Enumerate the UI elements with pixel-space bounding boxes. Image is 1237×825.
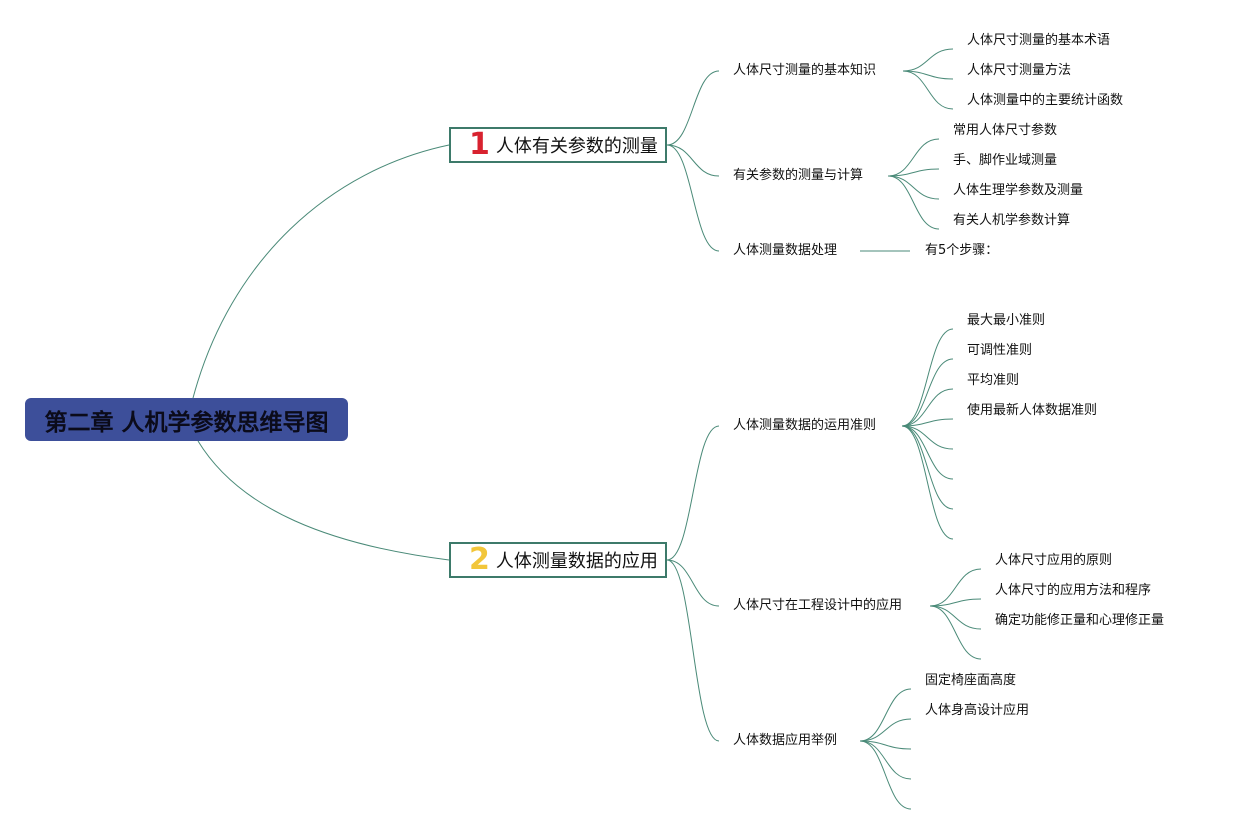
connector-line [901,425,954,540]
connector-line [859,740,912,810]
connector-line [901,358,954,427]
connector-line [666,144,720,177]
connector-line [859,688,912,742]
connector-line [901,328,954,427]
connector-line [929,598,982,607]
connector-line [887,175,940,200]
leaf-2-1-2[interactable]: 可调性准则 [967,343,1033,358]
subtopic-2-1[interactable]: 人体测量数据的运用准则 [733,418,877,433]
connector-line [902,70,954,110]
leaf-1-2-1[interactable]: 常用人体尺寸参数 [953,123,1058,138]
connector-line [929,568,982,607]
connector-line [887,168,940,177]
connector-line [666,70,720,146]
connector-line [929,605,982,660]
connector-line [666,425,720,561]
leaf-2-1-3[interactable]: 平均准则 [967,373,1020,388]
connector-line [929,605,982,630]
leaf-2-2-2[interactable]: 人体尺寸的应用方法和程序 [995,583,1152,598]
connector-line [197,440,450,561]
subtopic-1-1[interactable]: 人体尺寸测量的基本知识 [733,63,877,78]
leaf-1-1-1[interactable]: 人体尺寸测量的基本术语 [967,33,1111,48]
connector-line [887,175,940,230]
connector-line [859,740,912,780]
connector-line [902,48,954,72]
connector-line [192,144,450,399]
subtopic-2-3[interactable]: 人体数据应用举例 [733,733,838,748]
leaf-2-2-1[interactable]: 人体尺寸应用的原则 [995,553,1113,568]
subtopic-1-3[interactable]: 人体测量数据处理 [733,243,838,258]
connector-line [901,388,954,427]
leaf-1-3-1[interactable]: 有5个步骤： [925,243,999,258]
leaf-2-1-1[interactable]: 最大最小准则 [967,313,1046,328]
leaf-1-2-4[interactable]: 有关人机学参数计算 [953,213,1071,228]
connector-line [901,418,954,427]
branch-label-1: 人体有关参数的测量 [495,136,658,157]
connector-line [666,144,720,252]
leaf-1-1-2[interactable]: 人体尺寸测量方法 [967,63,1072,78]
branch-topic-2[interactable]: 2 人体测量数据的应用 [449,542,667,578]
branch-topic-1[interactable]: 1 人体有关参数的测量 [449,127,667,163]
root-topic-label: 第二章 人机学参数思维导图 [44,409,329,436]
leaf-1-1-3[interactable]: 人体测量中的主要统计函数 [967,93,1124,108]
connector-line [901,425,954,510]
subtopic-2-2[interactable]: 人体尺寸在工程设计中的应用 [733,598,903,613]
leaf-2-2-3[interactable]: 确定功能修正量和心理修正量 [995,613,1165,628]
leaf-2-1-4[interactable]: 使用最新人体数据准则 [967,403,1098,418]
leaf-2-3-2[interactable]: 人体身高设计应用 [925,703,1030,718]
connector-line [666,559,720,742]
connector-line [666,559,720,607]
connector-line [901,425,954,450]
branch-number-1: 1 [469,127,490,162]
connector-line [901,425,954,480]
leaf-1-2-3[interactable]: 人体生理学参数及测量 [953,183,1084,198]
subtopic-1-2[interactable]: 有关参数的测量与计算 [733,168,864,183]
root-topic[interactable]: 第二章 人机学参数思维导图 [25,398,348,441]
branch-label-2: 人体测量数据的应用 [495,551,658,572]
leaf-2-3-1[interactable]: 固定椅座面高度 [925,673,1017,688]
connector-line [887,138,940,177]
branch-number-2: 2 [469,542,490,577]
connector-line [859,718,912,742]
leaf-1-2-2[interactable]: 手、脚作业域测量 [953,153,1058,168]
